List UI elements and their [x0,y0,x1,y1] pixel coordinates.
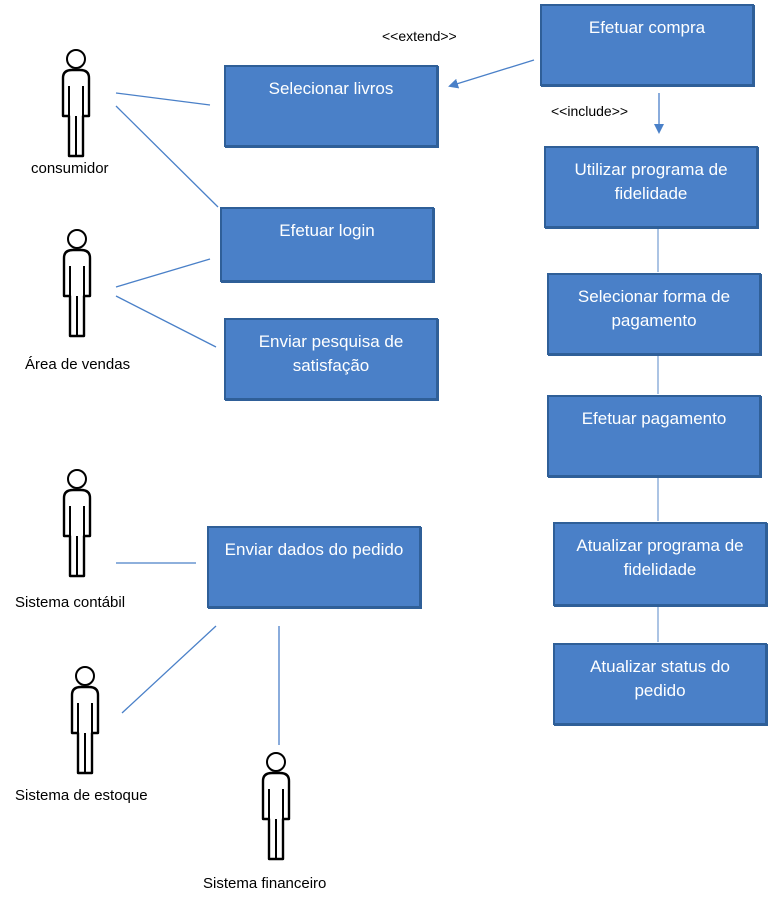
actor-label-contabil: Sistema contábil [15,594,126,611]
usecase-label: Efetuar login [279,221,375,240]
usecase-utilizar-fidelidade[interactable]: Utilizar programa de fidelidade [544,146,758,228]
actor-contabil-icon [62,469,92,578]
usecase-selecionar-livros[interactable]: Selecionar livros [224,65,438,147]
usecase-enviar-dados[interactable]: Enviar dados do pedido [207,526,421,608]
usecase-label: Utilizar programa de fidelidade [574,160,728,203]
assoc-area-vendas-efetuar-login [115,258,211,288]
usecase-label: Efetuar compra [588,18,706,37]
actor-estoque-icon [70,666,100,775]
actor-label-financeiro: Sistema financeiro [203,875,327,892]
actor-label-area-vendas: Área de vendas [25,356,131,373]
usecase-efetuar-login[interactable]: Efetuar login [220,207,434,282]
actor-financeiro-icon [261,752,291,861]
assoc-estoque-enviar-dados [121,625,217,714]
extend-label: <<extend>> [382,28,457,44]
usecase-label: Atualizar status do pedido [590,657,730,700]
usecase-efetuar-compra[interactable]: Efetuar compra [540,4,754,86]
usecase-atualizar-status[interactable]: Atualizar status do pedido [553,643,767,725]
usecase-selecionar-pagamento[interactable]: Selecionar forma de pagamento [547,273,761,355]
extend-arrow [448,59,535,89]
usecase-label: Efetuar pagamento [581,409,727,428]
assoc-consumidor-selecionar-livros [115,92,211,106]
usecase-efetuar-pagamento[interactable]: Efetuar pagamento [547,395,761,477]
actor-label-estoque: Sistema de estoque [15,787,148,804]
actor-area-vendas-icon [62,229,92,338]
usecase-label: Enviar pesquisa de satisfação [258,332,404,375]
include-label: <<include>> [551,103,629,119]
assoc-consumidor-efetuar-login [115,105,219,208]
usecase-enviar-pesquisa[interactable]: Enviar pesquisa de satisfação [224,318,438,400]
usecase-label: Selecionar forma de pagamento [577,287,731,330]
usecase-atualizar-fidelidade[interactable]: Atualizar programa de fidelidade [553,522,767,606]
usecase-label: Enviar dados do pedido [224,540,404,559]
actor-label-consumidor: consumidor [31,160,109,177]
actor-consumidor-icon [61,49,91,158]
assoc-area-vendas-enviar-pesquisa [115,295,217,348]
usecase-label: Selecionar livros [268,79,394,98]
usecase-label: Atualizar programa de fidelidade [576,536,744,579]
